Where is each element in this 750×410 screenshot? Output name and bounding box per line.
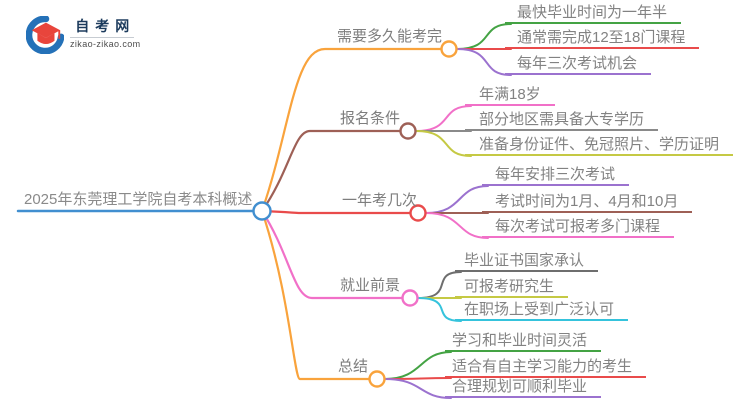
connector-line: [384, 378, 452, 399]
logo[interactable]: 自考网 zikao-zikao.com: [26, 16, 156, 58]
connector-line: [260, 209, 371, 381]
connector-line: [260, 209, 404, 300]
connector-line: [456, 23, 512, 50]
node-circle[interactable]: [440, 40, 458, 58]
leaf-label[interactable]: 每年三次考试机会: [505, 54, 652, 75]
connector-line: [425, 185, 489, 214]
leaf-label[interactable]: 最快毕业时间为一年半: [505, 3, 682, 24]
node-circle[interactable]: [252, 201, 272, 221]
leaf-label[interactable]: 准备身份证件、免冠照片、学历证明: [465, 135, 734, 156]
connector-line: [456, 48, 512, 76]
node-circle[interactable]: [399, 122, 417, 140]
branch-label[interactable]: 报名条件: [340, 110, 401, 127]
connector-line: [415, 130, 472, 157]
branch-label[interactable]: 需要多久能考完: [337, 28, 443, 45]
leaf-label[interactable]: 适合有自主学习能力的考生: [445, 357, 647, 378]
leaf-label[interactable]: 每次考试可报考多门课程: [482, 217, 675, 238]
branch-label[interactable]: 一年考几次: [342, 192, 418, 209]
connector-line: [417, 297, 462, 322]
leaf-label[interactable]: 每年安排三次考试: [482, 165, 630, 186]
branch-label[interactable]: 总结: [338, 358, 369, 375]
leaf-label[interactable]: 通常需完成12至18门课程: [505, 28, 700, 49]
leaf-label[interactable]: 部分地区需具备大专学历: [465, 110, 659, 131]
connector-line: [425, 212, 489, 239]
node-circle[interactable]: [409, 204, 427, 222]
leaf-label[interactable]: 年满18岁: [465, 85, 555, 106]
leaf-label[interactable]: 在职场上受到广泛认可: [455, 300, 629, 321]
logo-graduation-cap-icon: [26, 16, 64, 54]
connector-line: [260, 209, 412, 215]
leaf-label[interactable]: 学习和毕业时间灵活: [445, 331, 602, 352]
leaf-label[interactable]: 合理规划可顺利毕业: [445, 377, 602, 398]
connector-line: [415, 105, 472, 132]
branch-label[interactable]: 就业前景: [340, 277, 401, 294]
node-circle[interactable]: [401, 289, 419, 307]
logo-domain: zikao-zikao.com: [70, 39, 141, 49]
connector-line: [260, 47, 443, 213]
node-circle[interactable]: [368, 370, 386, 388]
connector-line: [384, 351, 452, 380]
leaf-label[interactable]: 毕业证书国家承认: [455, 251, 599, 272]
leaf-label[interactable]: 考试时间为1月、4月和10月: [482, 192, 693, 213]
logo-title: 自考网: [75, 18, 136, 34]
connector-line: [260, 129, 402, 213]
central-topic[interactable]: 2025年东莞理工学院自考本科概述: [24, 191, 253, 208]
leaf-label[interactable]: 可报考研究生: [455, 277, 569, 298]
logo-separator: [70, 37, 134, 38]
